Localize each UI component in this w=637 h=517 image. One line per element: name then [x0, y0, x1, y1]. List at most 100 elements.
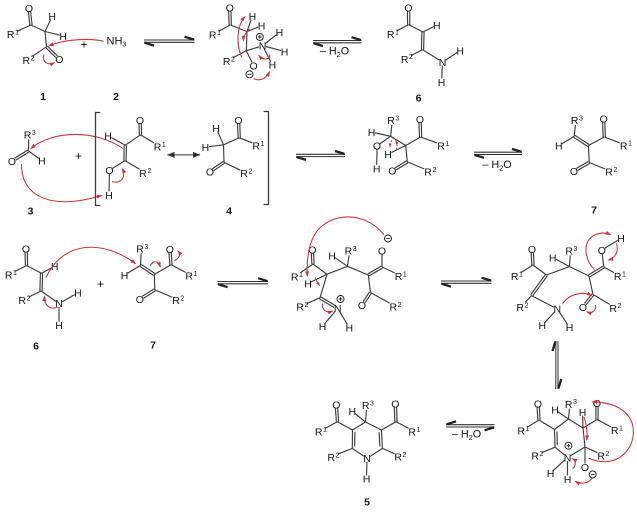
svg-text:R: R — [605, 167, 613, 179]
svg-text:H: H — [564, 474, 572, 486]
svg-text:2: 2 — [540, 451, 544, 458]
svg-text:N: N — [439, 57, 447, 69]
svg-text:3: 3 — [573, 399, 577, 406]
svg-text:H: H — [433, 20, 441, 32]
svg-text:R: R — [139, 168, 147, 180]
svg-text:R: R — [315, 427, 323, 439]
svg-text:H: H — [549, 252, 557, 264]
svg-text:H: H — [547, 468, 555, 480]
svg-text:O: O — [105, 165, 113, 177]
svg-text:H: H — [48, 11, 56, 23]
svg-text:1: 1 — [15, 30, 19, 37]
svg-text:R: R — [614, 271, 622, 283]
svg-text:H: H — [55, 320, 63, 332]
svg-text:H: H — [249, 11, 257, 23]
svg-text:H: H — [74, 288, 82, 300]
svg-text:R: R — [252, 140, 260, 152]
svg-text:H: H — [539, 320, 547, 332]
svg-text:R: R — [296, 301, 304, 313]
svg-text:O: O — [534, 398, 542, 410]
svg-text:R: R — [609, 303, 617, 315]
svg-text:2: 2 — [113, 91, 119, 103]
svg-text:H: H — [555, 140, 563, 152]
svg-text:1: 1 — [40, 91, 46, 103]
svg-text:1: 1 — [622, 272, 626, 279]
svg-text:O: O — [600, 114, 608, 126]
svg-text:3: 3 — [28, 205, 34, 217]
svg-text:+: + — [75, 149, 82, 163]
svg-text:O: O — [166, 244, 174, 256]
svg-text:O: O — [25, 3, 33, 15]
svg-text:H: H — [566, 322, 574, 334]
svg-text:2: 2 — [27, 296, 31, 303]
svg-text:R: R — [24, 129, 32, 141]
svg-text:O: O — [581, 462, 589, 474]
svg-text:O: O — [391, 399, 399, 411]
svg-text:H: H — [346, 322, 354, 334]
svg-text:7: 7 — [150, 339, 156, 351]
svg-text:R: R — [327, 452, 335, 464]
svg-text:1: 1 — [194, 271, 198, 278]
svg-text:O: O — [22, 244, 30, 256]
svg-text:2: 2 — [180, 295, 184, 302]
svg-text:R: R — [408, 426, 416, 438]
svg-text:R: R — [7, 29, 15, 41]
svg-text:O: O — [358, 300, 366, 312]
svg-text:O: O — [373, 141, 381, 153]
svg-text:R: R — [136, 244, 144, 256]
svg-text:1: 1 — [628, 141, 632, 148]
svg-text:H: H — [38, 155, 46, 167]
svg-text:1: 1 — [299, 272, 303, 279]
svg-text:R: R — [185, 271, 193, 283]
svg-text:O: O — [579, 302, 587, 314]
svg-text:H: H — [104, 131, 112, 143]
svg-text:6: 6 — [33, 340, 39, 352]
svg-text:R: R — [387, 115, 395, 127]
svg-text:3: 3 — [353, 246, 357, 253]
svg-text:3: 3 — [370, 400, 374, 407]
svg-text:2: 2 — [305, 302, 309, 309]
svg-text:N: N — [55, 298, 63, 310]
svg-text:R: R — [291, 271, 299, 283]
svg-text:6: 6 — [416, 92, 422, 104]
svg-text:R: R — [209, 30, 217, 42]
svg-text:4: 4 — [226, 205, 232, 217]
svg-text:O: O — [570, 166, 578, 178]
svg-text:– H2O: – H2O — [320, 46, 349, 59]
svg-text:+: + — [97, 277, 104, 291]
svg-text:H: H — [281, 46, 289, 58]
svg-text:H: H — [258, 21, 266, 33]
svg-text:R: R — [571, 115, 579, 127]
svg-text:R: R — [223, 56, 231, 68]
svg-text:2: 2 — [147, 168, 151, 175]
svg-text:O: O — [416, 114, 424, 126]
svg-text:3: 3 — [32, 130, 36, 137]
svg-text:R: R — [531, 450, 539, 462]
svg-text:N: N — [259, 41, 267, 53]
svg-text:H: H — [438, 77, 446, 89]
svg-text:– H2O: – H2O — [482, 159, 511, 172]
svg-text:1: 1 — [403, 271, 407, 278]
svg-text:H: H — [105, 190, 113, 202]
svg-text:– H2O: – H2O — [452, 429, 481, 442]
svg-text:O: O — [528, 244, 536, 256]
svg-text:R: R — [345, 246, 353, 258]
svg-text:N: N — [554, 304, 562, 316]
svg-text:R: R — [565, 399, 573, 411]
svg-text:R: R — [437, 140, 445, 152]
svg-text:H: H — [319, 321, 327, 333]
svg-text:H: H — [363, 474, 371, 486]
svg-text:7: 7 — [591, 204, 597, 216]
svg-text:1: 1 — [395, 29, 399, 36]
svg-text:R: R — [424, 167, 432, 179]
svg-text:1: 1 — [162, 142, 166, 149]
svg-text:H: H — [121, 270, 129, 282]
svg-text:R: R — [240, 168, 248, 180]
svg-text:O: O — [234, 115, 242, 127]
svg-text:1: 1 — [217, 30, 221, 37]
svg-text:R: R — [565, 246, 573, 258]
svg-text:2: 2 — [525, 302, 529, 309]
svg-text:O: O — [378, 245, 386, 257]
svg-text:H: H — [276, 27, 284, 39]
svg-text:1: 1 — [13, 270, 17, 277]
